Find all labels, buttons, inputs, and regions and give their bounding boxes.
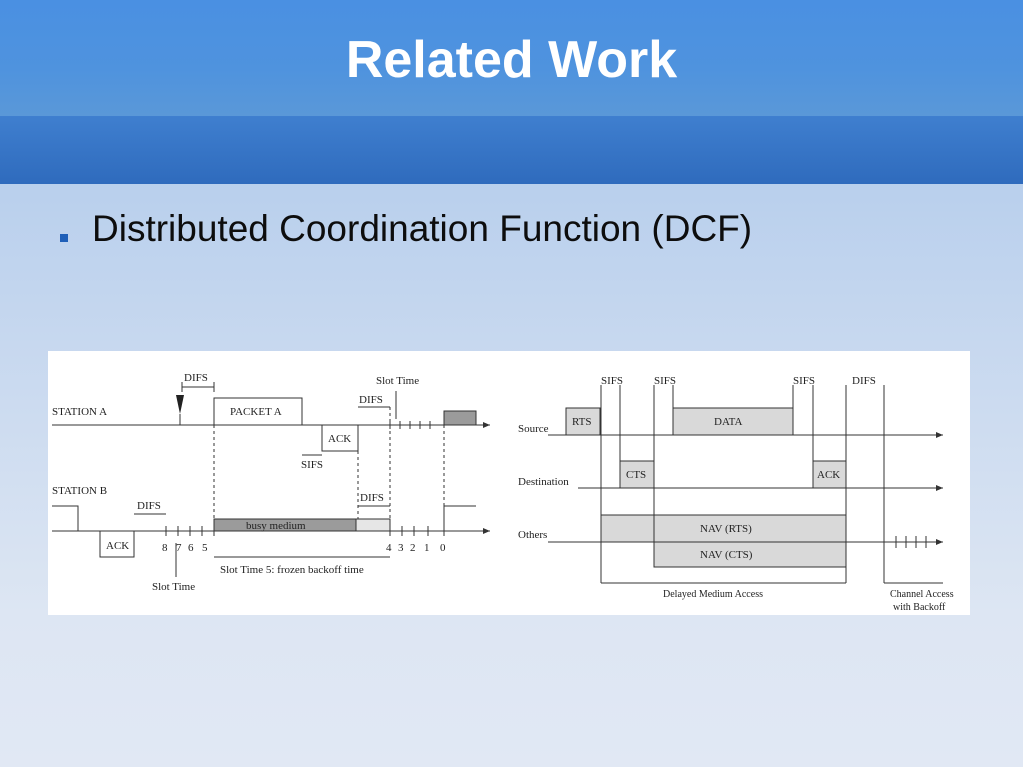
sifs-label: SIFS [301,459,323,471]
title-bar: Related Work [0,0,1023,116]
frozen-backoff-label: Slot Time 5: frozen backoff time [220,564,364,576]
sifs-label-1: SIFS [601,375,623,387]
backoff-count: 3 [398,542,404,554]
bullet-text: Distributed Coordination Function (DCF) [92,208,753,249]
difs-label: DIFS [852,375,876,387]
source-label: Source [518,423,549,435]
slot-time-label-bottom: Slot Time [152,581,195,593]
nav-cts-box [653,541,847,568]
ack-label: ACK [817,469,840,481]
data-box [672,407,794,436]
busy-medium-label: busy medium [246,520,306,532]
bullet-square-icon [60,234,68,242]
difs-label-a: DIFS [184,372,208,384]
backoff-count: 4 [386,542,392,554]
ack-box-a [321,424,359,452]
ack-label-b: ACK [106,540,129,552]
dcf-diagram: STATION A STATION B DIFS Slot Time DIFS … [52,372,954,613]
delayed-access-label: Delayed Medium Access [663,589,763,600]
backoff-count: 7 [176,542,182,554]
cts-label: CTS [626,469,646,481]
station-a-transmit-block [443,410,477,426]
rts-label: RTS [572,416,592,428]
busy-medium-tail [355,518,391,532]
left-labels: STATION A STATION B DIFS Slot Time DIFS … [52,372,446,593]
right-labels: Source Destination Others SIFS SIFS SIFS… [518,375,954,613]
backoff-count: 8 [162,542,168,554]
backoff-count: 6 [188,542,194,554]
packet-a-box [213,397,303,426]
backoff-count: 1 [424,542,430,554]
others-label: Others [518,529,547,541]
right-diagram [548,385,943,584]
slide-title: Related Work [345,31,678,89]
slot-time-label-top: Slot Time [376,375,419,387]
destination-label: Destination [518,476,569,488]
dcf-timing-figure: STATION A STATION B DIFS Slot Time DIFS … [48,351,970,615]
difs-label-b: DIFS [137,500,161,512]
difs-label-a2: DIFS [359,394,383,406]
sifs-label-2: SIFS [654,375,676,387]
down-arrow-icon [176,395,184,414]
backoff-count: 5 [202,542,208,554]
data-label: DATA [714,416,743,428]
ack-label-a: ACK [328,433,351,445]
cts-box [619,460,655,489]
nav-rts-box [600,514,847,543]
station-a-label: STATION A [52,406,107,418]
nav-rts-label: NAV (RTS) [700,523,752,535]
station-b-label: STATION B [52,485,107,497]
rts-box [565,407,601,436]
difs-label-b2: DIFS [360,492,384,504]
packet-a-label: PACKET A [230,406,282,418]
sifs-label-3: SIFS [793,375,815,387]
with-backoff-label: with Backoff [893,602,946,613]
channel-access-label: Channel Access [890,589,954,600]
left-diagram [52,382,490,577]
nav-cts-label: NAV (CTS) [700,549,753,561]
title-band [0,116,1023,184]
backoff-count: 2 [410,542,416,554]
backoff-count: 0 [440,542,446,554]
ack-box-b [99,530,135,558]
